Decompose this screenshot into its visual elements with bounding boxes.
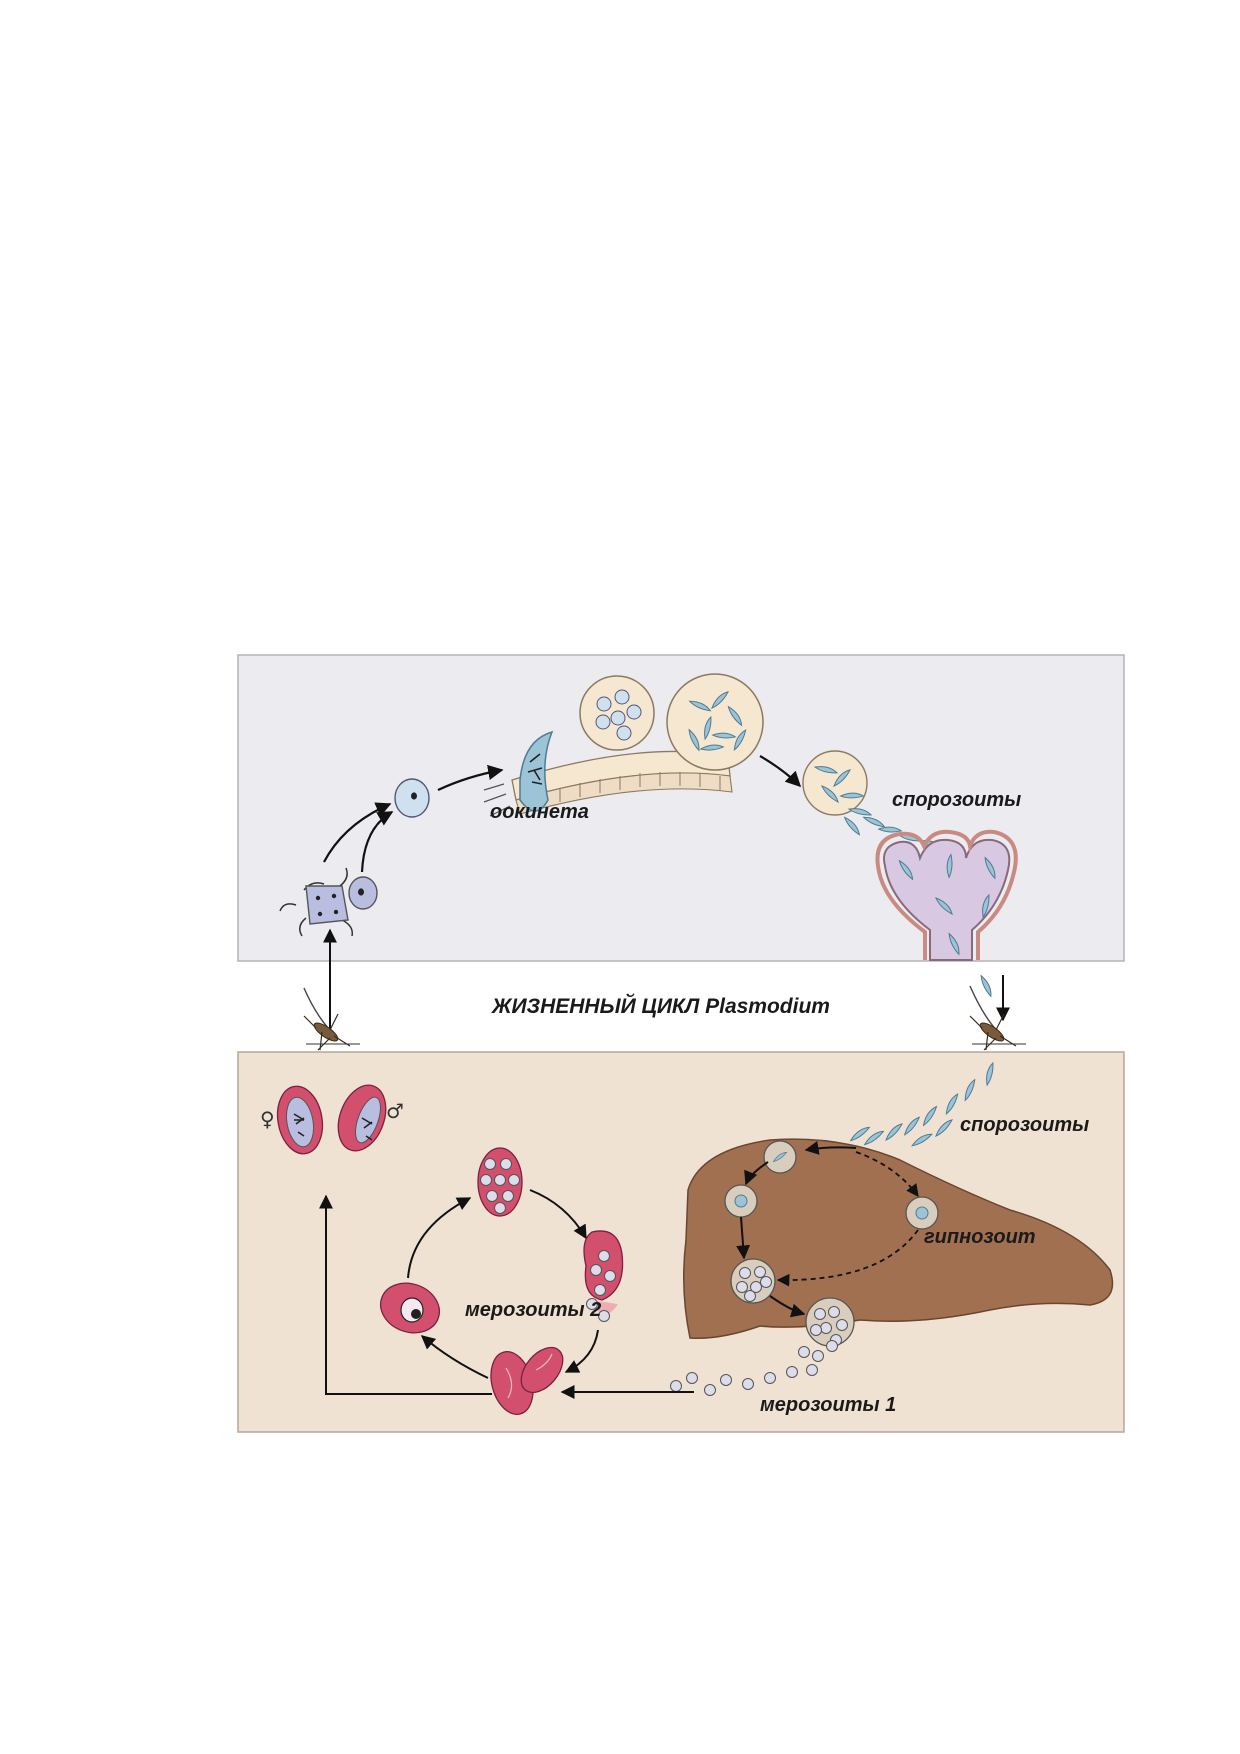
infected-hepatocyte-1 — [763, 1140, 797, 1174]
arrow-fertilization-1 — [323, 802, 392, 863]
mosquito-icon-left — [303, 987, 360, 1051]
ring-stage-erythrocyte — [379, 1282, 441, 1334]
mosquito-icon-right — [969, 985, 1026, 1051]
arrow-liver-2 — [744, 1161, 769, 1186]
label-merozoites-2: мерозоиты 2 — [465, 1299, 601, 1321]
rupturing-liver-schizont — [805, 1297, 855, 1347]
female-symbol: ♀ — [260, 1107, 275, 1131]
label-ookinete: оокинета — [490, 801, 589, 823]
male-symbol: ♂ — [386, 1099, 404, 1123]
arrow-rbc-to-ring — [420, 1335, 489, 1379]
mosquito-midgut-wall — [483, 750, 733, 817]
young-oocyst — [579, 675, 655, 751]
arrow-to-hypnozoite — [855, 1151, 919, 1198]
hypnozoite-cell — [905, 1196, 939, 1230]
erythrocytes-being-invaded — [490, 1346, 564, 1415]
female-gametocyte — [276, 1085, 324, 1155]
arrow-oocyst-rupture — [759, 755, 802, 788]
male-gametocyte — [337, 1084, 387, 1152]
male-gamete-exflagellation — [279, 867, 367, 937]
label-sporozoites-mosquito: спорозоиты — [892, 789, 1021, 811]
zygote — [394, 778, 430, 818]
arrow-hypnozoite-relapse — [776, 1229, 919, 1287]
arrow-to-ookinete — [437, 764, 504, 791]
label-merozoites-1: мерозоиты 1 — [760, 1394, 896, 1416]
infected-hepatocyte-2 — [724, 1184, 758, 1218]
ookinete — [519, 730, 554, 812]
salivary-gland — [875, 829, 1018, 998]
liver — [683, 1138, 1114, 1339]
blood-schizont — [477, 1147, 523, 1217]
mature-oocyst — [666, 673, 764, 771]
arrow-schizont-to-rupture — [529, 1189, 587, 1240]
liver-schizont — [730, 1258, 776, 1304]
diagram-title: ЖИЗНЕННЫЙ ЦИКЛ Plasmodium — [491, 994, 830, 1018]
arrow-to-gametocytes — [319, 1194, 492, 1395]
arrow-fertilization-2 — [360, 811, 394, 873]
arrow-liver-4 — [769, 1295, 806, 1318]
rupturing-erythrocyte — [583, 1230, 624, 1322]
rupturing-oocyst — [802, 750, 922, 847]
label-hypnozoite: гипнозоит — [924, 1226, 1036, 1248]
female-gamete — [348, 876, 378, 910]
label-sporozoites-host: спорозоиты — [960, 1114, 1089, 1136]
arrow-merozoites2-reinvade — [564, 1329, 599, 1373]
arrow-liver-1 — [804, 1141, 857, 1155]
arrow-liver-3 — [736, 1216, 751, 1260]
arrow-ring-to-schizont — [407, 1197, 472, 1279]
